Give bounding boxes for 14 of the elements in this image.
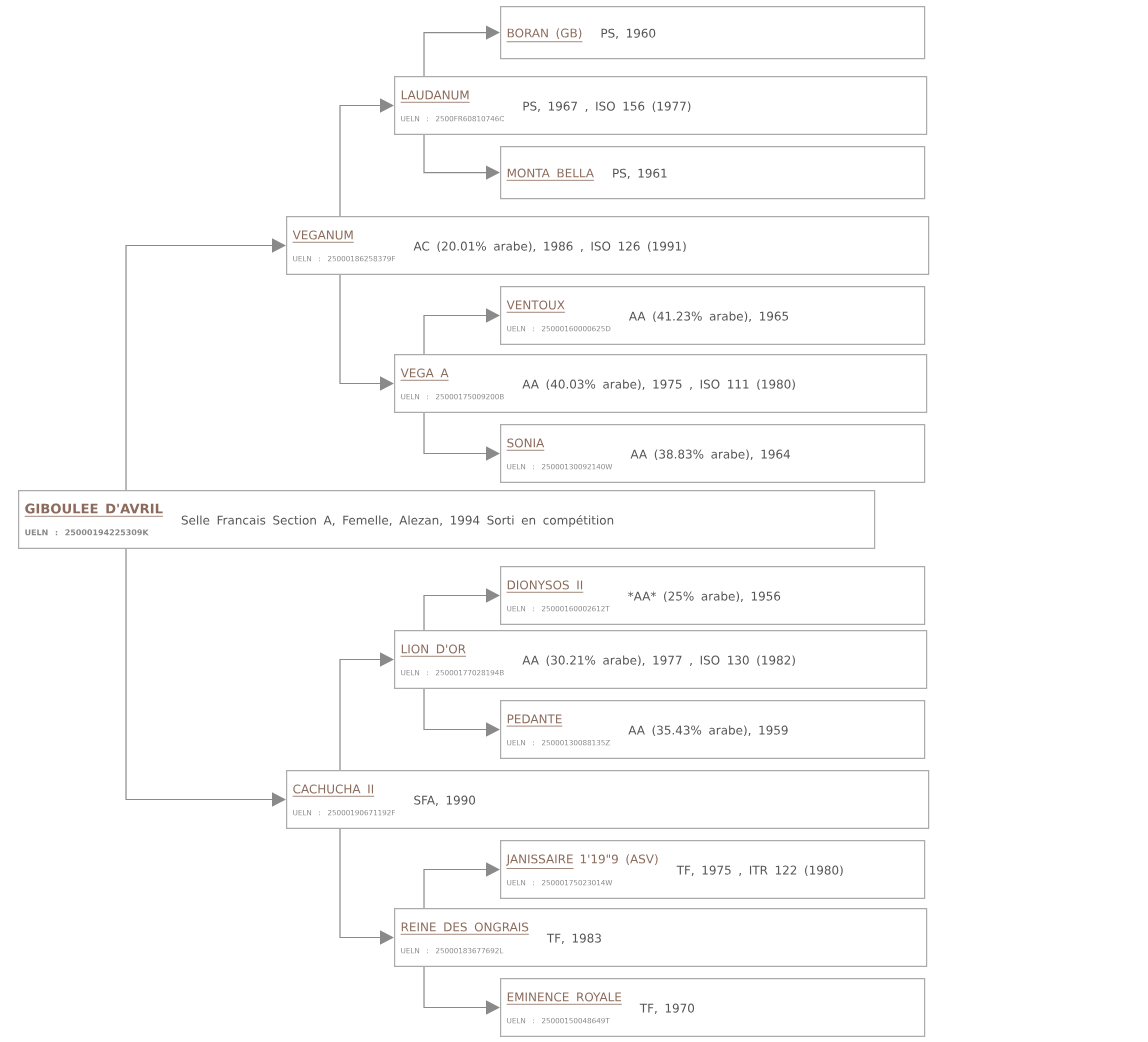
arrow <box>339 828 394 945</box>
arrow <box>423 25 500 77</box>
arrow <box>423 412 500 461</box>
arrow <box>423 862 500 909</box>
arrow <box>125 238 286 491</box>
arrow <box>339 274 394 391</box>
arrow <box>423 688 500 737</box>
arrow <box>423 134 500 180</box>
arrow <box>423 966 500 1015</box>
arrow <box>423 588 500 631</box>
arrow <box>423 308 500 355</box>
arrow <box>339 98 394 217</box>
arrow <box>339 652 394 771</box>
arrow <box>125 548 286 807</box>
